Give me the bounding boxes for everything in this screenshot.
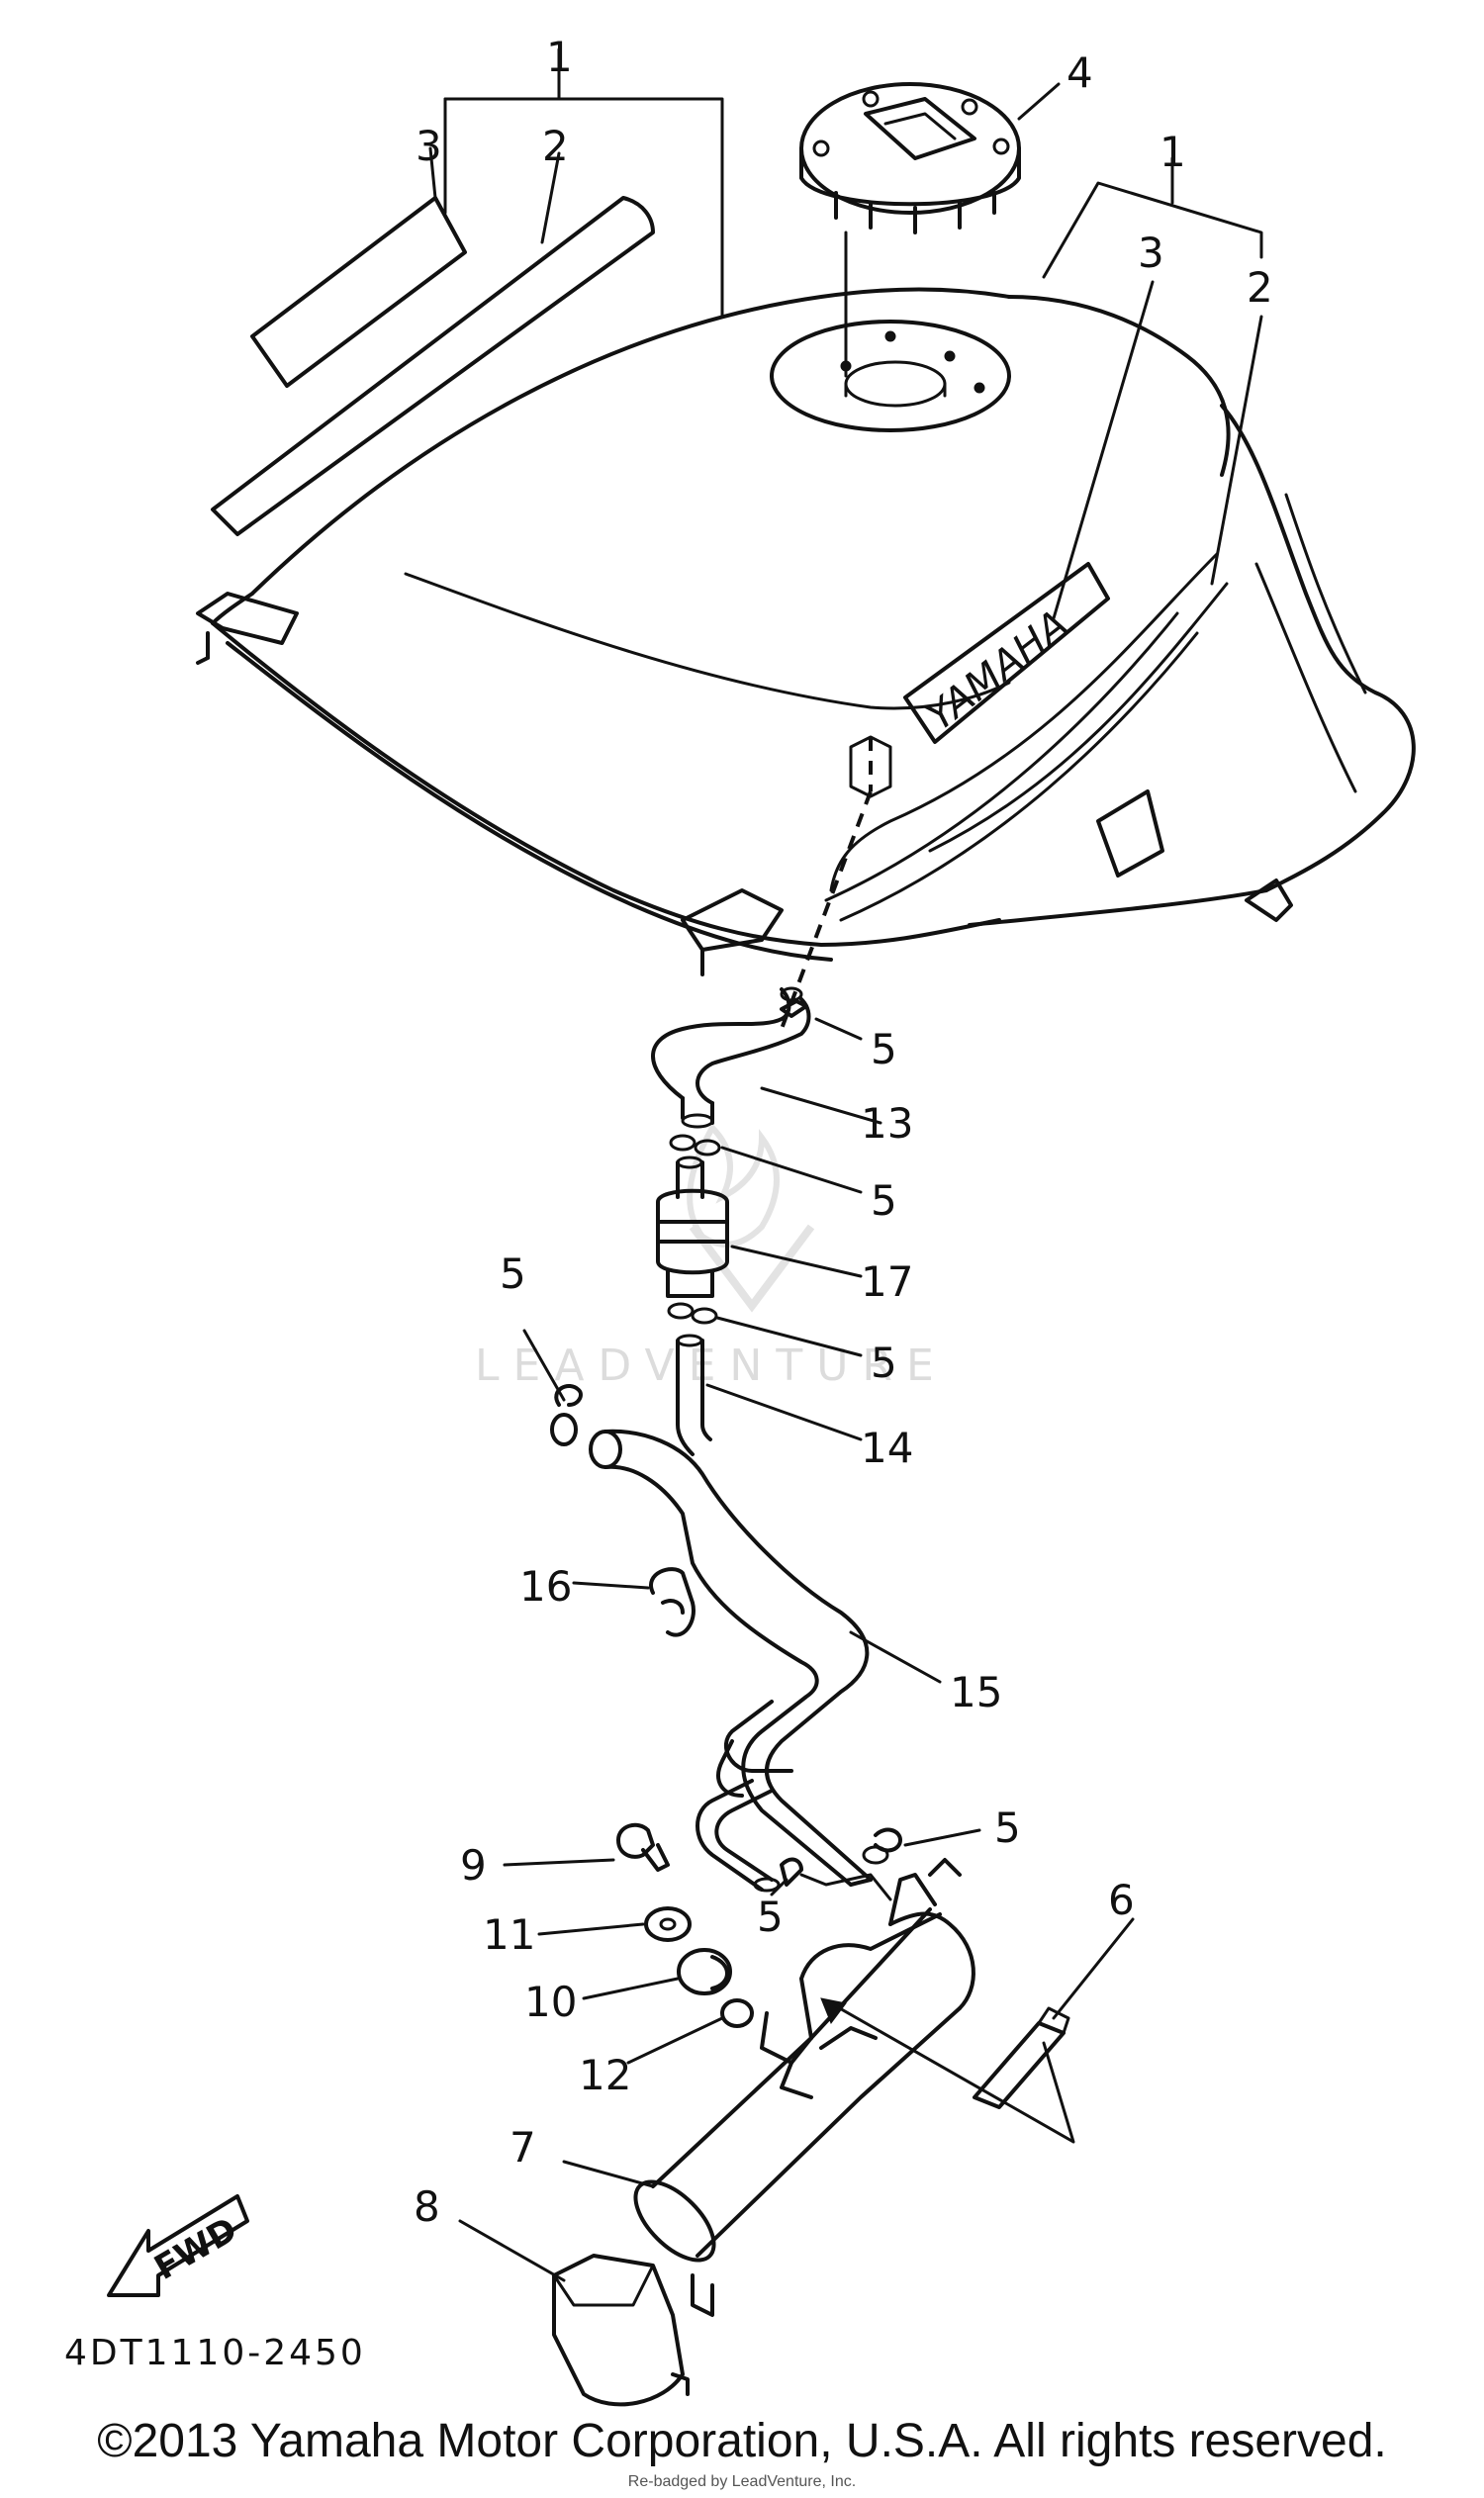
hose-clip-5b <box>669 1134 863 1194</box>
hose-clip-5c <box>667 1302 863 1357</box>
callout-5-b: 5 <box>871 1176 897 1225</box>
callout-15: 15 <box>950 1668 1002 1716</box>
callout-5-e: 5 <box>994 1804 1021 1852</box>
callout-3-right: 3 <box>1138 229 1164 277</box>
callout-4: 4 <box>1067 48 1093 97</box>
fuel-cap <box>799 82 1061 378</box>
hose-clip-5f <box>770 1857 892 1901</box>
collar-12 <box>626 1998 754 2065</box>
leadventure-note: Re-badged by LeadVenture, Inc. <box>627 2473 857 2490</box>
hose-clip-5a <box>780 999 863 1041</box>
callouts: 1 2 3 4 1 3 2 5 13 5 17 5 5 14 16 15 9 5… <box>414 33 1273 2231</box>
callout-1-right: 1 <box>1159 128 1186 176</box>
front-mount-bracket <box>196 592 299 665</box>
rear-mount-bracket <box>681 888 784 976</box>
washer-11 <box>537 1906 692 1942</box>
bracket-6 <box>973 1917 1135 2109</box>
diagram-code: 4DT1110-2450 <box>64 2333 366 2373</box>
right-decal-leaders <box>1042 156 1263 620</box>
callout-2-left: 2 <box>542 122 569 170</box>
copyright-notice: ©2013 Yamaha Motor Corporation, U.S.A. A… <box>97 2415 1387 2467</box>
callout-2-right: 2 <box>1247 263 1273 312</box>
fuel-filter-17 <box>656 1156 863 1298</box>
callout-14: 14 <box>861 1424 913 1472</box>
callout-5-c: 5 <box>500 1249 526 1298</box>
callout-11: 11 <box>483 1910 535 1959</box>
side-badge <box>1096 789 1164 878</box>
hose-15 <box>589 1429 942 1893</box>
callout-12: 12 <box>579 2051 631 2099</box>
bolt-9 <box>503 1822 670 1872</box>
clamp-16 <box>572 1567 696 1637</box>
callout-1-left: 1 <box>546 33 573 81</box>
callout-13: 13 <box>861 1099 913 1148</box>
callout-10: 10 <box>524 1978 577 2026</box>
callout-5-f: 5 <box>757 1893 784 1941</box>
fuel-tank: YAMAHA <box>196 287 1416 1030</box>
stripe-2-left <box>211 196 655 536</box>
hose-clip-5e <box>862 1827 981 1865</box>
decal-3-left <box>250 196 467 388</box>
grommet-10 <box>582 1948 732 2000</box>
hose-13 <box>651 986 882 1129</box>
hose-clip-5d <box>522 1329 583 1446</box>
callout-5-d: 5 <box>871 1339 897 1387</box>
callout-16: 16 <box>519 1562 572 1611</box>
left-decals <box>211 47 724 536</box>
cap-8 <box>458 2219 690 2407</box>
canister-7 <box>562 1858 1075 2317</box>
fwd-arrow: FWD <box>107 2194 249 2297</box>
callout-7: 7 <box>510 2123 536 2172</box>
callout-17: 17 <box>861 1257 913 1306</box>
yamaha-emblem: YAMAHA <box>903 562 1110 744</box>
callout-3-left: 3 <box>416 122 442 170</box>
callout-8: 8 <box>414 2182 440 2231</box>
callout-5-a: 5 <box>871 1025 897 1073</box>
callout-6: 6 <box>1108 1876 1135 1924</box>
side-tab <box>1245 879 1293 922</box>
callout-9: 9 <box>460 1841 487 1890</box>
hose-14 <box>676 1334 863 1456</box>
